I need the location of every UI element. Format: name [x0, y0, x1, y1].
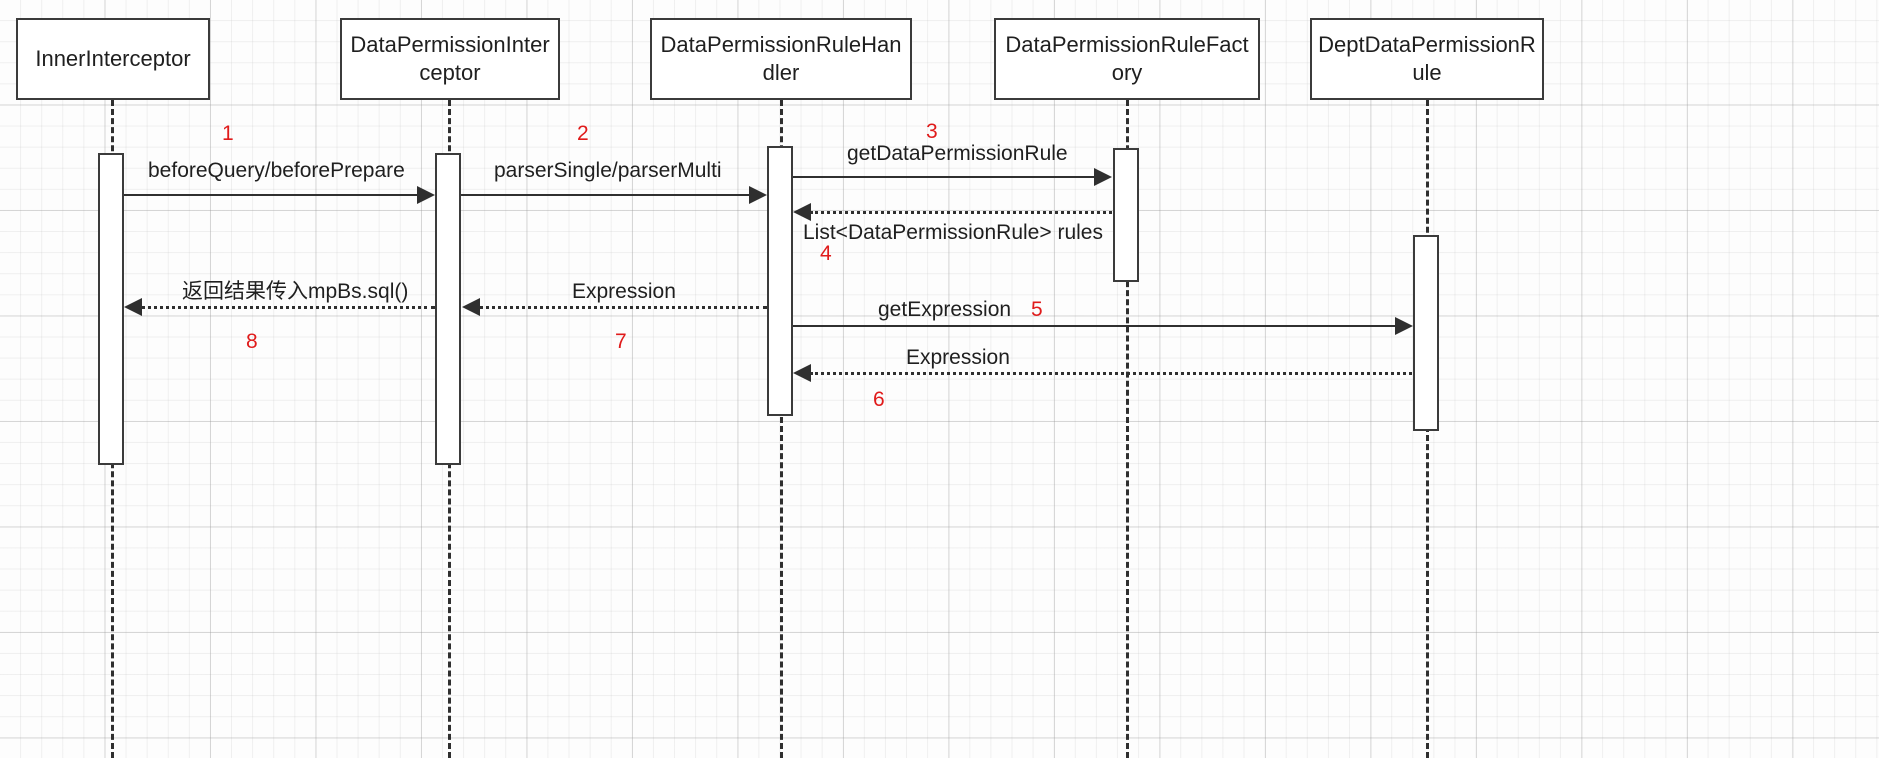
activation-bar-dept-data-permission-rule: [1413, 235, 1439, 431]
lifeline-data-permission-rule-factory: [1126, 100, 1129, 758]
message-label-2: parserSingle/parserMulti: [494, 159, 722, 182]
message-line-7: [479, 306, 767, 309]
participant-box-dept-data-permission-rule[interactable]: DeptDataPermissionRule: [1310, 18, 1544, 100]
sequence-number-8: 8: [246, 330, 258, 353]
sequence-number-4: 4: [820, 242, 832, 265]
message-arrowhead-3: [1094, 168, 1112, 186]
message-line-4: [810, 211, 1112, 214]
message-label-7: Expression: [572, 280, 676, 303]
message-arrowhead-2: [749, 186, 767, 204]
participant-label: InnerInterceptor: [35, 45, 191, 71]
message-line-5: [793, 325, 1407, 327]
sequence-number-6: 6: [873, 388, 885, 411]
message-line-2: [461, 194, 755, 196]
participant-label: DeptDataPermissionRule: [1318, 31, 1536, 85]
message-line-8: [141, 306, 435, 309]
message-label-8: 返回结果传入mpBs.sql(): [182, 280, 409, 303]
participant-box-data-permission-interceptor[interactable]: DataPermissionInterceptor: [340, 18, 560, 100]
activation-bar-data-permission-rule-handler: [767, 146, 793, 416]
message-label-1: beforeQuery/beforePrepare: [148, 159, 405, 182]
message-arrowhead-1: [417, 186, 435, 204]
participant-label: DataPermissionRuleFactory: [1005, 31, 1249, 85]
participant-box-data-permission-rule-handler[interactable]: DataPermissionRuleHandler: [650, 18, 912, 100]
message-label-3: getDataPermissionRule: [847, 142, 1068, 165]
message-line-1: [124, 194, 424, 196]
lifeline-data-permission-rule-handler: [780, 100, 783, 758]
message-arrowhead-8: [124, 298, 142, 316]
message-label-4: List<DataPermissionRule> rules: [803, 221, 1103, 244]
participant-label: DataPermissionInterceptor: [350, 31, 550, 85]
participant-box-inner-interceptor[interactable]: InnerInterceptor: [16, 18, 210, 100]
message-line-3: [793, 176, 1095, 178]
message-arrowhead-6: [793, 364, 811, 382]
message-arrowhead-5: [1395, 317, 1413, 335]
message-arrowhead-7: [462, 298, 480, 316]
participant-label: DataPermissionRuleHandler: [660, 31, 902, 85]
activation-bar-inner-interceptor: [98, 153, 124, 465]
activation-bar-data-permission-rule-factory: [1113, 148, 1139, 282]
message-label-5: getExpression: [878, 298, 1012, 321]
message-arrowhead-4: [793, 203, 811, 221]
sequence-number-1: 1: [222, 122, 234, 145]
sequence-number-3: 3: [926, 120, 938, 143]
activation-bar-data-permission-interceptor: [435, 153, 461, 465]
sequence-number-5: 5: [1031, 298, 1043, 321]
message-label-6: Expression: [906, 346, 1010, 369]
sequence-number-2: 2: [577, 122, 589, 145]
sequence-number-7: 7: [615, 330, 627, 353]
message-line-6: [810, 372, 1412, 375]
participant-box-data-permission-rule-factory[interactable]: DataPermissionRuleFactory: [994, 18, 1260, 100]
